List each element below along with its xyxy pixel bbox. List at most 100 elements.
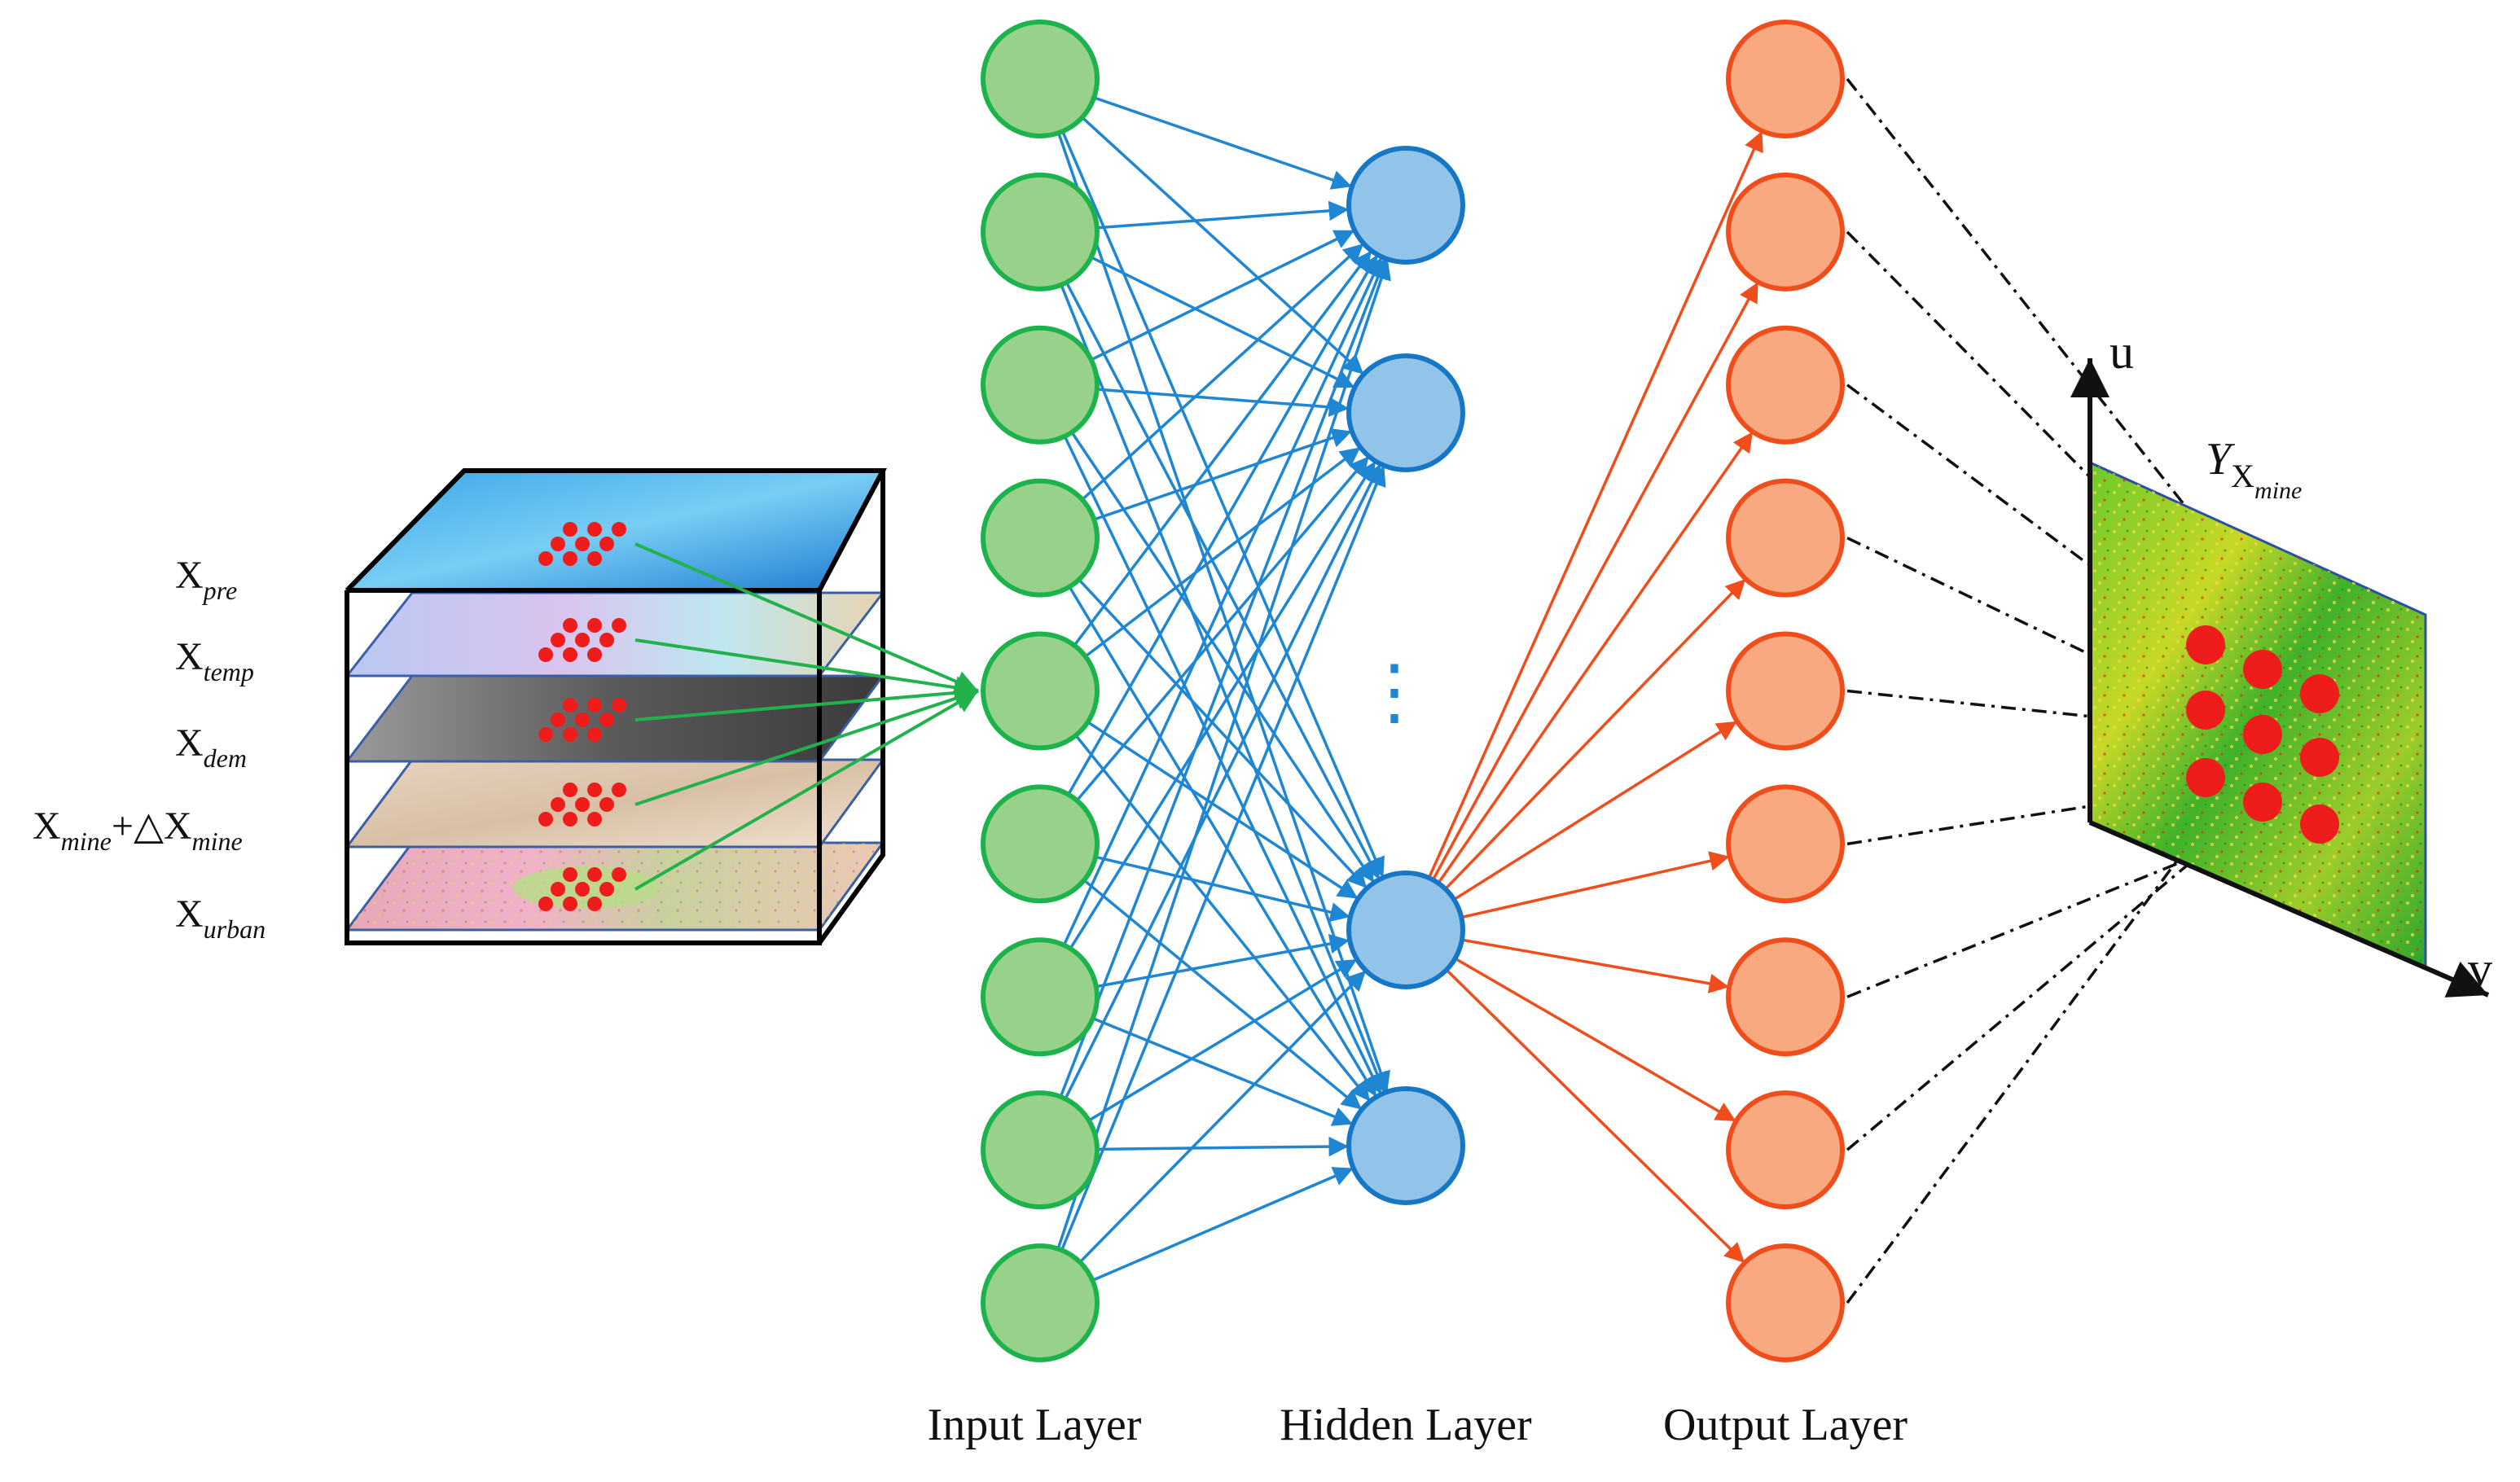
map-point [2243, 715, 2282, 754]
edge-in-0-1 [1081, 116, 1365, 376]
cube-point [587, 867, 602, 882]
input-labels: Xpre Xtemp Xdem Xmine+△Xmine Xurban [33, 554, 266, 944]
edge-in-4-2 [1087, 721, 1359, 901]
output-points [2186, 625, 2339, 844]
hidden-output-edges [1427, 130, 1764, 1265]
output-node [1726, 1090, 1845, 1210]
output-node [1726, 784, 1845, 904]
cube-point [575, 797, 590, 812]
cube-point [563, 812, 577, 826]
output-node [1726, 1243, 1845, 1362]
input-node [981, 20, 1100, 138]
cube-point [599, 712, 614, 727]
cube-point [551, 797, 565, 812]
edge-in-7-1 [1064, 463, 1382, 1100]
output-node [1726, 20, 1845, 138]
feature-arrow-3 [634, 687, 979, 806]
input-node [981, 478, 1100, 598]
cube-point [538, 727, 553, 742]
cube-point [575, 882, 590, 897]
cube-point [612, 522, 626, 537]
map-point [2186, 625, 2225, 664]
cube-point [587, 522, 602, 537]
feature-arrow-2 [634, 681, 979, 721]
edge-in-7-3 [1096, 1136, 1350, 1157]
sample-points [538, 522, 626, 911]
input-node [981, 1243, 1100, 1362]
cube-point [563, 727, 577, 742]
map-point [2243, 783, 2282, 822]
edge-in-8-0 [1056, 258, 1391, 1250]
output-layer-nodes [1726, 20, 1845, 1362]
output-layer-title: Output Layer [1663, 1400, 1908, 1450]
edge-in-3-2 [1078, 578, 1368, 890]
edge-in-6-3 [1092, 1017, 1354, 1126]
cube-point [587, 647, 602, 662]
cube-point [612, 698, 626, 712]
input-node [981, 172, 1100, 292]
hidden-layer-nodes [1346, 146, 1465, 1205]
edge-in-3-0 [1081, 242, 1365, 501]
label-x-dem: Xdem [175, 721, 247, 773]
hidden-node [1346, 1086, 1465, 1205]
cube-point [563, 867, 577, 882]
hidden-node [1346, 353, 1465, 472]
cube-point [599, 537, 614, 551]
edge-out-0 [1427, 130, 1764, 879]
cube-point [587, 618, 602, 633]
cube-point [563, 522, 577, 537]
map-point [2300, 805, 2339, 844]
label-x-urban: Xurban [175, 892, 266, 944]
label-x-temp: Xtemp [175, 635, 254, 686]
cube-point [551, 537, 565, 551]
axis-v-label: v [2468, 942, 2492, 996]
output-node [1726, 325, 1845, 445]
edge-out-6 [1461, 938, 1730, 993]
map-title: YXmine [2206, 434, 2302, 504]
edge-in-3-3 [1068, 585, 1378, 1098]
axis-u-label: u [2110, 325, 2134, 379]
edge-out-1 [1431, 281, 1760, 881]
edge-in-1-2 [1065, 282, 1381, 880]
input-layer-nodes [981, 20, 1100, 1362]
cube-point [538, 812, 553, 826]
cube-point [599, 882, 614, 897]
edge-in-5-1 [1075, 455, 1371, 802]
edge-in-8-3 [1091, 1167, 1354, 1282]
map-point [2300, 674, 2339, 713]
map-link-8 [1846, 821, 2207, 1304]
edge-in-4-3 [1074, 734, 1372, 1103]
edge-out-4 [1453, 720, 1738, 901]
label-x-pre: Xpre [175, 554, 237, 605]
map-point [2186, 758, 2225, 797]
edge-in-2-0 [1091, 229, 1355, 362]
cube-point [563, 897, 577, 911]
feature-arrows [634, 542, 980, 891]
input-node [981, 325, 1100, 445]
cube-point [538, 551, 553, 566]
edge-in-7-0 [1059, 257, 1388, 1098]
edge-out-3 [1444, 577, 1747, 890]
edge-in-6-0 [1062, 256, 1384, 946]
input-node [981, 1090, 1100, 1210]
input-node [981, 937, 1100, 1057]
map-point [2243, 650, 2282, 689]
input-node [981, 784, 1100, 904]
map-axes [2070, 358, 2490, 998]
edge-out-2 [1437, 431, 1754, 884]
output-node [1726, 478, 1845, 598]
cube-point [587, 812, 602, 826]
feature-arrow-4 [634, 689, 980, 891]
edge-in-5-0 [1067, 253, 1379, 796]
cube-point [563, 551, 577, 566]
edge-in-7-2 [1088, 958, 1358, 1122]
edge-out-8 [1445, 968, 1746, 1265]
cube-point [612, 618, 626, 633]
map-point [2300, 738, 2339, 777]
cube-point [551, 712, 565, 727]
edge-in-2-2 [1070, 431, 1376, 884]
cube-point [563, 618, 577, 633]
layer-mine [345, 758, 885, 848]
edge-in-4-0 [1073, 249, 1373, 647]
